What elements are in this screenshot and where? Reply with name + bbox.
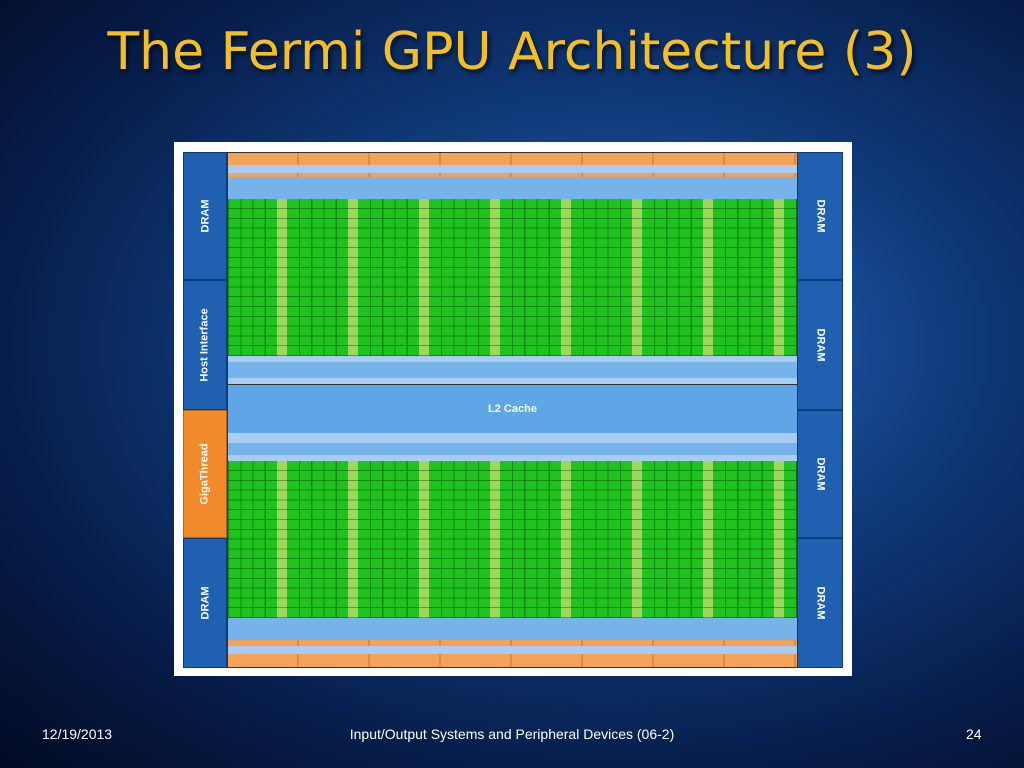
footer-course: Input/Output Systems and Peripheral Devi… — [349, 726, 675, 742]
sm-row-bottom — [228, 461, 797, 618]
top-light-band — [228, 165, 797, 173]
bottom-light-band — [228, 646, 797, 654]
streaming-multiprocessor — [654, 461, 726, 618]
bottom-blue-band — [228, 618, 797, 640]
dram-label: DRAM — [199, 586, 211, 620]
l2-cache: L2 Cache — [228, 384, 797, 434]
l2-cache-label: L2 Cache — [488, 403, 537, 415]
streaming-multiprocessor — [228, 199, 300, 356]
bottom-orange-band-2 — [228, 654, 797, 667]
sm-core-grid — [583, 199, 632, 356]
mid-band-2 — [228, 362, 797, 378]
sm-core-grid — [583, 461, 632, 618]
sm-register-column — [561, 199, 571, 356]
sm-register-column — [632, 461, 642, 618]
streaming-multiprocessor — [725, 199, 797, 356]
sm-core-grid — [784, 461, 797, 618]
dram-label: DRAM — [814, 328, 826, 362]
sm-row-top — [228, 199, 797, 356]
footer-page-number: 24 — [966, 726, 982, 742]
top-orange-band-2 — [228, 173, 797, 177]
sm-core-grid — [512, 199, 561, 356]
gigathread-block: GigaThread — [183, 410, 227, 538]
fermi-diagram: DRAM Host Interface GigaThread DRAM DRAM… — [174, 142, 852, 676]
streaming-multiprocessor — [583, 461, 655, 618]
streaming-multiprocessor — [512, 199, 584, 356]
mid-band-5 — [228, 443, 797, 455]
sm-register-column — [703, 461, 713, 618]
streaming-multiprocessor — [441, 461, 513, 618]
gigathread-label: GigaThread — [199, 443, 211, 505]
sm-register-column — [348, 461, 358, 618]
sm-core-grid — [228, 461, 277, 618]
streaming-multiprocessor — [370, 461, 442, 618]
sm-register-column — [277, 199, 287, 356]
host-interface-label: Host Interface — [199, 308, 212, 382]
dram-block-left-top: DRAM — [183, 152, 227, 280]
streaming-multiprocessor — [228, 461, 300, 618]
sm-core-grid — [654, 199, 703, 356]
sm-core-grid — [358, 199, 371, 356]
sm-register-column — [277, 461, 287, 618]
sm-register-column — [419, 461, 429, 618]
sm-core-grid — [228, 199, 277, 356]
slide-title: The Fermi GPU Architecture (3) — [107, 22, 917, 82]
bottom-orange-band — [228, 640, 797, 646]
sm-core-grid — [713, 199, 726, 356]
dram-block-right-4: DRAM — [797, 538, 843, 668]
sm-register-column — [774, 199, 784, 356]
dram-block-right-2: DRAM — [797, 280, 843, 410]
streaming-multiprocessor — [299, 199, 371, 356]
sm-register-column — [490, 199, 500, 356]
sm-register-column — [774, 461, 784, 618]
dram-block-right-3: DRAM — [797, 410, 843, 538]
sm-core-grid — [725, 199, 774, 356]
sm-core-grid — [441, 199, 490, 356]
sm-core-grid — [642, 199, 655, 356]
streaming-multiprocessor — [654, 199, 726, 356]
streaming-multiprocessor — [370, 199, 442, 356]
sm-core-grid — [654, 461, 703, 618]
sm-register-column — [703, 199, 713, 356]
sm-core-grid — [725, 461, 774, 618]
sm-core-grid — [358, 461, 371, 618]
dram-block-right-1: DRAM — [797, 152, 843, 280]
dram-label: DRAM — [814, 199, 826, 233]
sm-core-grid — [500, 461, 513, 618]
sm-core-grid — [299, 461, 348, 618]
sm-core-grid — [299, 199, 348, 356]
mid-band-6 — [228, 455, 797, 461]
gpu-core-area: L2 Cache — [227, 152, 798, 668]
mid-band-4 — [228, 433, 797, 443]
streaming-multiprocessor — [512, 461, 584, 618]
sm-register-column — [632, 199, 642, 356]
streaming-multiprocessor — [583, 199, 655, 356]
streaming-multiprocessor — [725, 461, 797, 618]
dram-label: DRAM — [814, 586, 826, 620]
streaming-multiprocessor — [299, 461, 371, 618]
sm-core-grid — [571, 199, 584, 356]
dram-label: DRAM — [199, 199, 211, 233]
footer-date: 12/19/2013 — [42, 726, 113, 742]
dram-block-left-bottom: DRAM — [183, 538, 227, 668]
sm-register-column — [348, 199, 358, 356]
mid-band-1 — [228, 356, 797, 362]
mid-band-3 — [228, 378, 797, 384]
top-orange-band — [228, 153, 797, 165]
host-interface-block: Host Interface — [183, 280, 227, 410]
sm-register-column — [490, 461, 500, 618]
sm-core-grid — [441, 461, 490, 618]
sm-core-grid — [642, 461, 655, 618]
sm-core-grid — [370, 199, 419, 356]
sm-core-grid — [713, 461, 726, 618]
sm-register-column — [561, 461, 571, 618]
dram-label: DRAM — [814, 457, 826, 491]
sm-core-grid — [370, 461, 419, 618]
sm-register-column — [419, 199, 429, 356]
top-blue-band — [228, 177, 797, 199]
sm-core-grid — [512, 461, 561, 618]
sm-core-grid — [784, 199, 797, 356]
streaming-multiprocessor — [441, 199, 513, 356]
